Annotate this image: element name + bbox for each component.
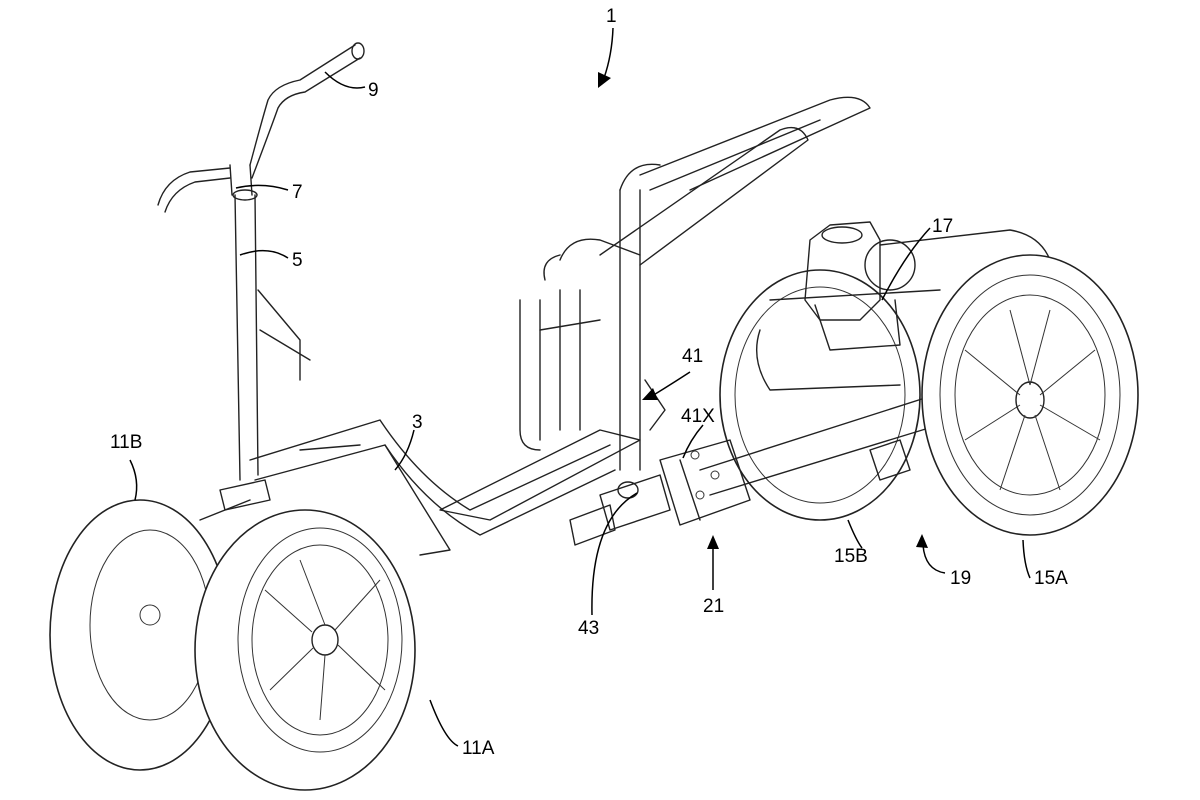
rear-axle	[699, 389, 956, 496]
front-linkage	[199, 479, 271, 521]
label-ref-19: 19	[950, 568, 971, 589]
tilting-mechanism-21	[569, 379, 751, 546]
label-ref-43: 43	[578, 618, 599, 639]
leader-lines	[129, 27, 1031, 747]
rear-frame-tubes	[519, 96, 871, 471]
steering-assembly	[157, 42, 365, 481]
rear-wheel-15a	[921, 254, 1139, 536]
rear-wheel-15b	[719, 269, 921, 521]
label-ref-21: 21	[703, 596, 724, 617]
label-ref-41: 41	[682, 346, 703, 367]
front-wheel-11a	[194, 509, 416, 791]
label-ref-15a: 15A	[1034, 568, 1068, 589]
label-ref-15b: 15B	[834, 546, 868, 567]
label-ref-5: 5	[292, 250, 303, 271]
label-ref-41x: 41X	[681, 406, 715, 427]
label-ref-11b: 11B	[110, 432, 142, 453]
label-ref-9: 9	[368, 80, 379, 101]
label-ref-3: 3	[412, 412, 423, 433]
label-ref-1: 1	[606, 6, 617, 27]
engine-17	[755, 221, 1051, 391]
label-ref-17: 17	[932, 216, 953, 237]
main-frame-3	[249, 419, 641, 556]
reference-labels: 1 9 7 5 3 11B 11A 17 41 41X 43 21 15B 19…	[110, 6, 1068, 759]
label-ref-7: 7	[292, 182, 303, 203]
label-ref-11a: 11A	[462, 738, 495, 759]
